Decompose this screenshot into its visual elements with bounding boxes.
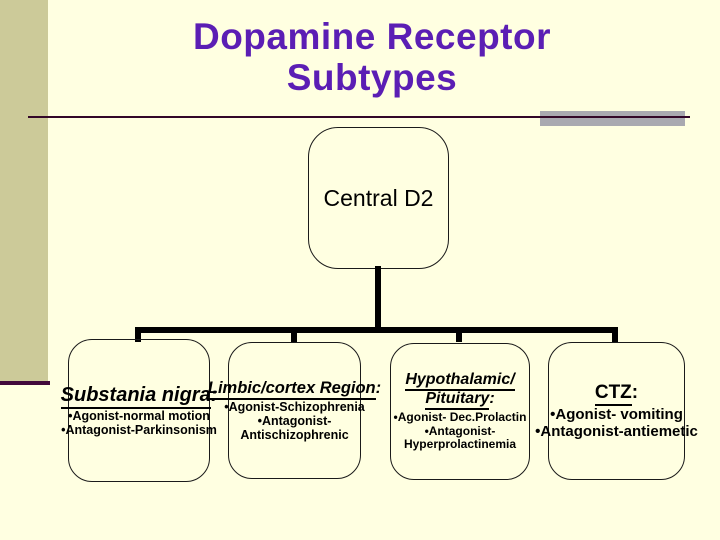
heading-colon: : <box>375 378 382 397</box>
connector-trunk <box>375 266 381 328</box>
ctz-heading: CTZ: <box>594 381 639 406</box>
bullet-line: •Agonist-Schizophrenia <box>224 399 365 414</box>
node-central-d2: Central D2 <box>308 127 449 269</box>
bullet-line: •Agonist- Dec.Prolactin <box>393 409 527 424</box>
heading-colon: : <box>631 381 639 403</box>
bullet-line: •Antagonist-Parkinsonism <box>61 423 217 437</box>
heading-text: Limbic/cortex Region <box>207 378 376 400</box>
limbic-cortex-heading: Limbic/cortex Region: <box>207 378 382 400</box>
substania-nigra-heading: Substania nigra: <box>60 383 218 409</box>
connector-stub-1 <box>135 333 141 342</box>
bullet-line: •Antagonist- <box>424 423 496 438</box>
bullet-line: •Agonist- vomiting <box>550 405 683 423</box>
title-underline <box>28 116 690 118</box>
heading-colon: : <box>489 389 495 407</box>
connector-crossbar <box>135 327 618 333</box>
left-accent-line <box>0 381 50 385</box>
heading-text: CTZ <box>594 381 632 406</box>
heading-colon: : <box>210 383 218 406</box>
node-limbic-cortex-region: Limbic/cortex Region: •Agonist-Schizophr… <box>207 342 381 479</box>
bullet-line: •Antagonist- <box>257 413 332 428</box>
heading-text-line1: Hypothalamic/ <box>405 371 515 392</box>
heading-text: Substania nigra <box>60 383 211 409</box>
heading-text-line2: Pituitary: <box>405 389 514 410</box>
title-line-2: Subtypes <box>286 57 458 98</box>
node-hypothalamic-pituitary: Hypothalamic/ Pituitary: •Agonist- Dec.P… <box>390 343 530 480</box>
left-sidebar-band <box>0 0 48 382</box>
central-d2-label: Central D2 <box>323 184 434 211</box>
node-ctz: CTZ: •Agonist- vomiting •Antagonist-anti… <box>535 342 698 480</box>
bullet-line: Hyperprolactinemia <box>403 437 517 452</box>
connector-stub-2 <box>291 333 297 342</box>
slide-title: Dopamine Receptor Subtypes <box>48 16 696 98</box>
hypothalamic-pituitary-heading: Hypothalamic/ Pituitary: <box>405 371 515 410</box>
bullet-line: •Agonist-normal motion <box>68 408 210 423</box>
bullet-line: •Antagonist-antiemetic <box>535 423 698 440</box>
connector-stub-3 <box>456 333 462 342</box>
title-line-1: Dopamine Receptor <box>192 16 551 57</box>
title-accent-bar <box>540 111 685 126</box>
connector-stub-4 <box>612 333 618 342</box>
bullet-line: Antischizophrenic <box>240 428 349 443</box>
node-substania-nigra: Substania nigra: •Agonist-normal motion … <box>60 339 217 482</box>
